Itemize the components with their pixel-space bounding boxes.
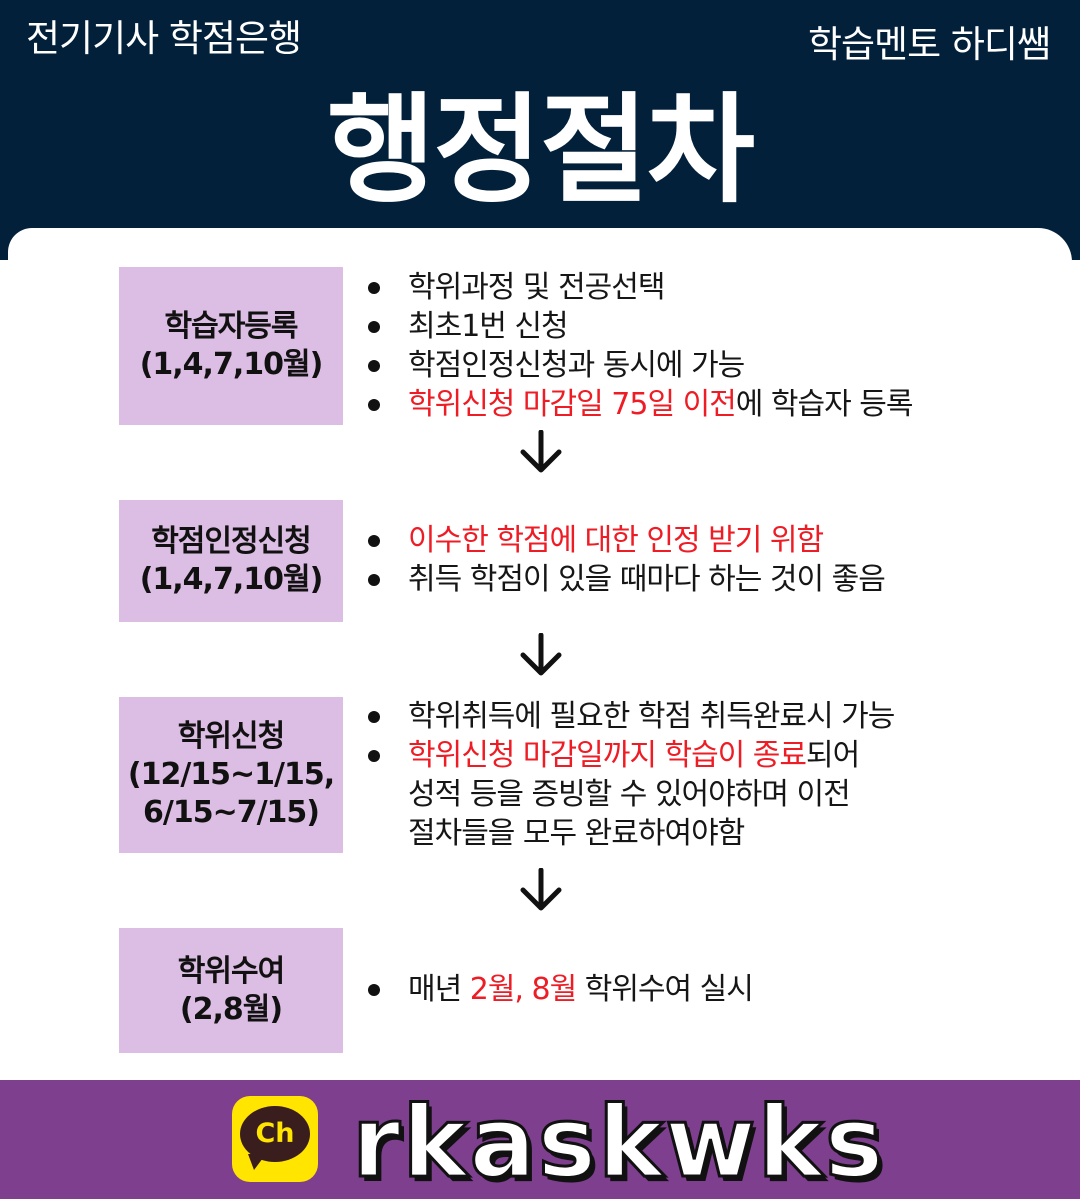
bullet-item: 최초1번 신청 [368,307,912,346]
bullet-item: 학위과정 및 전공선택 [368,268,912,307]
kakao-channel-id[interactable]: rkaskwks [350,1086,886,1200]
step-title: 학위수여 [177,953,285,989]
bullet-dot-icon [368,711,380,723]
step-bullets-learner-registration: 학위과정 및 전공선택 최초1번 신청 학점인정신청과 동시에 가능 학위신청 … [368,268,913,424]
bullet-text: 최초1번 신청 [408,309,569,344]
bullet-dot-icon [368,750,380,762]
step-period: (1,4,7,10월) [139,347,324,382]
chat-bubble-tail [248,1154,266,1170]
step-period: (12/15~1/15, [127,757,335,792]
bullet-dot-icon [368,535,380,547]
step-bullets-degree-conferral: 매년 2월, 8월 학위수여 실시 [368,970,754,1009]
bullet-text: 학위과정 및 전공선택 [408,270,665,305]
chat-bubble-icon: Ch [240,1106,310,1162]
bullet-item: 취득 학점이 있을 때마다 하는 것이 좋음 [368,560,886,599]
bullet-dot-icon [368,282,380,294]
header-left-title: 전기기사 학점은행 [26,17,302,60]
step-title: 학습자등록 [164,309,299,344]
bullet-item: 학점인정신청과 동시에 가능 [368,346,912,385]
bullet-item: 학위취득에 필요한 학점 취득완료시 가능 [368,697,895,736]
main-title: 행정절차 [326,81,755,219]
bullet-text: 이수한 학점에 대한 인정 받기 위함 [408,523,824,558]
bullet-text: 절차들을 모두 완료하여야함 [408,816,745,851]
bullet-dot-icon [368,574,380,586]
down-arrow-icon [520,633,562,676]
bullet-text: 성적 등을 증빙할 수 있어야하며 이전 [408,777,851,812]
bullet-item: 학위신청 마감일까지 학습이 종료되어 성적 등을 증빙할 수 있어야하며 이전… [368,736,894,853]
step-bullets-credit-recognition: 이수한 학점에 대한 인정 받기 위함 취득 학점이 있을 때마다 하는 것이 … [368,521,886,599]
step-box-learner-registration: 학습자등록 (1,4,7,10월) [119,267,343,425]
footer-banner [0,1080,1080,1199]
bullet-dot-icon [368,321,380,333]
step-box-degree-application: 학위신청 (12/15~1/15, 6/15~7/15) [119,697,343,853]
header-right-title: 학습멘토 하디쌤 [807,23,1051,66]
bullet-item: 매년 2월, 8월 학위수여 실시 [368,970,754,1009]
bullet-text: 매년 2월, 8월 학위수여 실시 [408,972,754,1007]
bullet-text: 학위신청 마감일 75일 이전에 학습자 등록 [408,387,913,422]
bullet-item: 학위신청 마감일 75일 이전에 학습자 등록 [368,385,913,424]
down-arrow-icon [520,868,562,911]
header-banner: 전기기사 학점은행 학습멘토 하디쌤 행정절차 [0,0,1080,260]
step-title: 학점인정신청 [151,524,312,559]
step-box-credit-recognition: 학점인정신청 (1,4,7,10월) [119,500,343,622]
step-box-degree-conferral: 학위수여 (2,8월) [119,928,343,1053]
bullet-item: 이수한 학점에 대한 인정 받기 위함 [368,521,885,560]
bullet-dot-icon [368,399,380,411]
bullet-dot-icon [368,984,380,996]
step-title: 학위신청 [177,719,285,754]
down-arrow-icon [520,430,562,473]
step-period: (2,8월) [179,991,283,1027]
step-bullets-degree-application: 학위취득에 필요한 학점 취득완료시 가능 학위신청 마감일까지 학습이 종료되… [368,697,895,853]
kakao-channel-icon[interactable]: Ch [232,1096,318,1182]
bullet-text: 취득 학점이 있을 때마다 하는 것이 좋음 [408,562,886,597]
bullet-dot-icon [368,360,380,372]
step-period: (1,4,7,10월) [139,562,324,597]
bullet-text: 학점인정신청과 동시에 가능 [408,348,745,383]
step-period: 6/15~7/15) [142,795,320,830]
bullet-text: 학위취득에 필요한 학점 취득완료시 가능 [408,699,895,734]
bullet-text: 학위신청 마감일까지 학습이 종료되어 [408,738,860,773]
